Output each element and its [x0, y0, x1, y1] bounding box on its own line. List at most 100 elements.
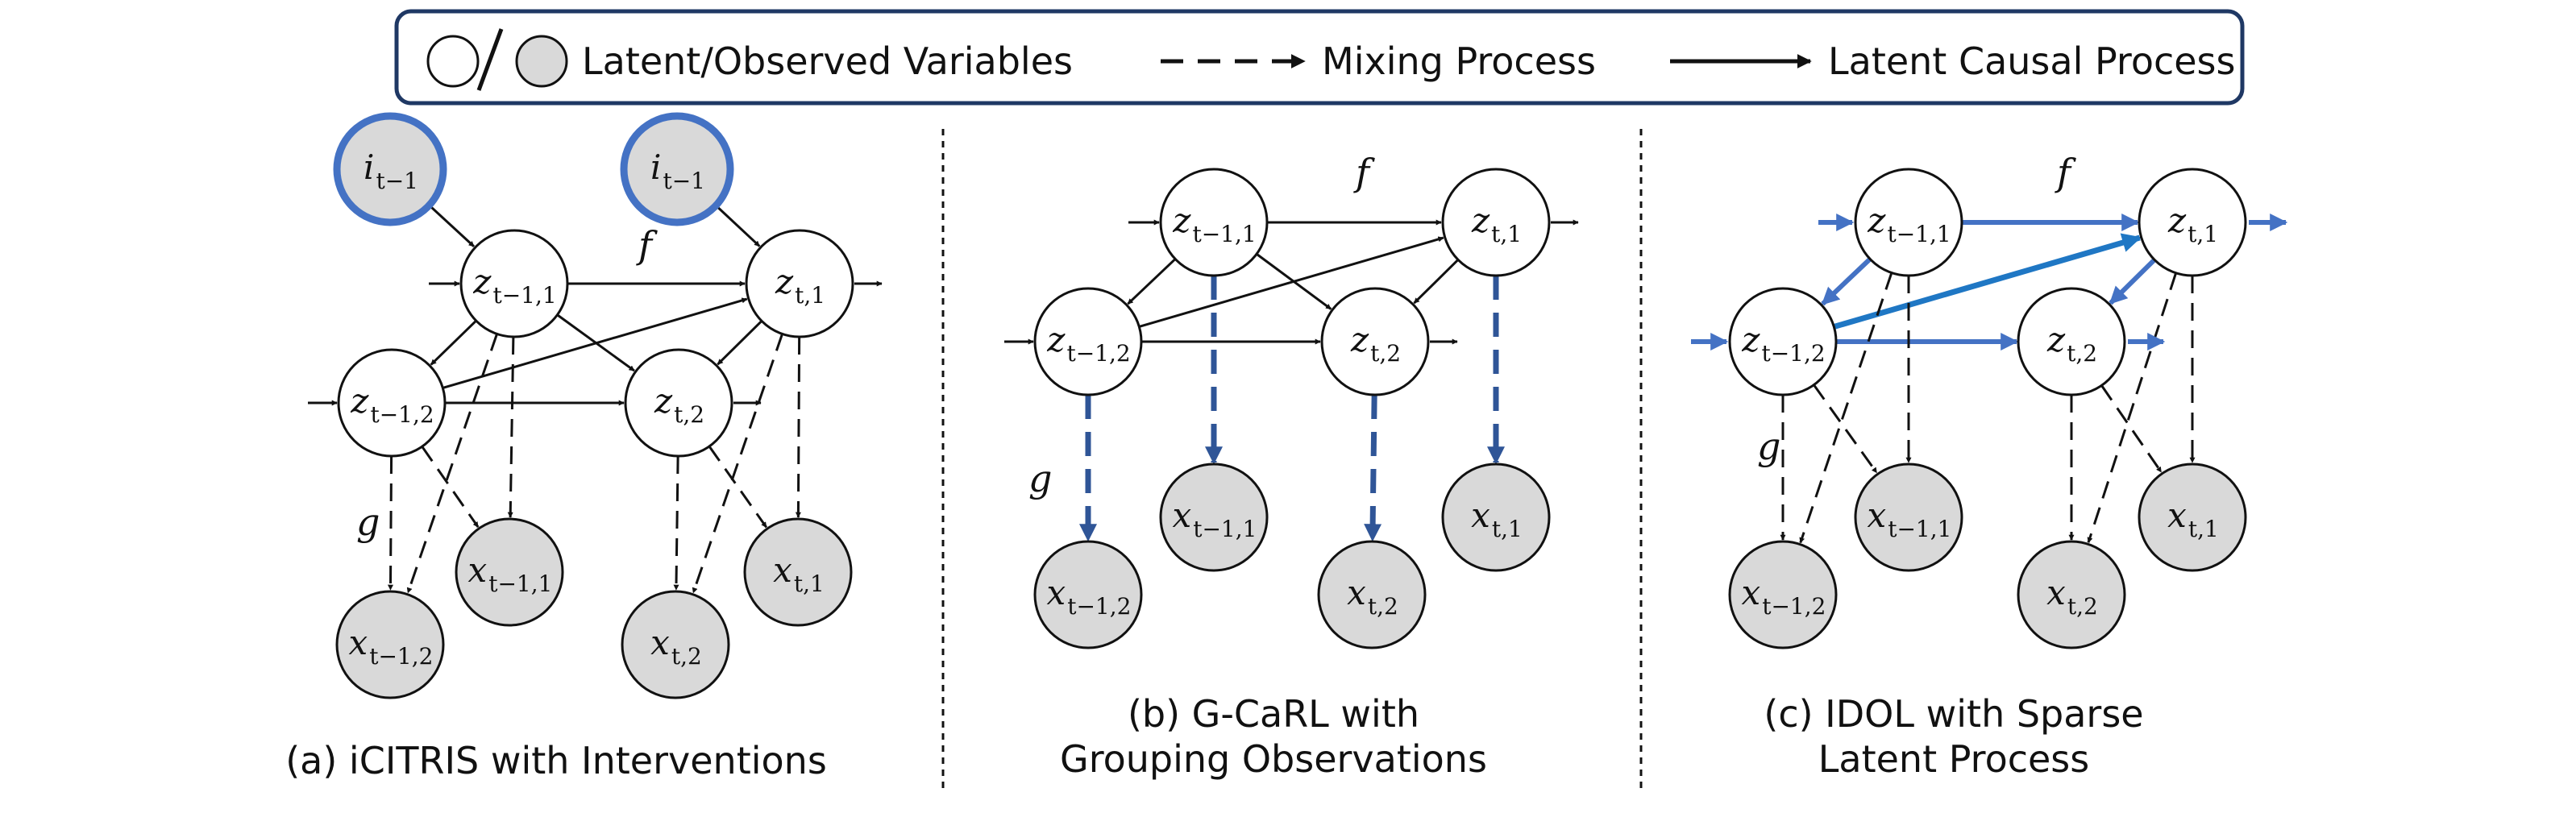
node-subscript: t,2 [1368, 593, 1398, 620]
mixing-edge-zt1-xt2 [692, 333, 783, 594]
mixing-edge-zt2-xt2 [673, 455, 679, 591]
node-subscript: t−1,1 [488, 570, 552, 597]
node-label-xt1: xt,1 [1471, 496, 1523, 542]
edges-layer [308, 204, 2288, 594]
mixing-edge-zt2-xt1 [708, 446, 768, 529]
mixing-edge-z12-x11 [1813, 384, 1878, 474]
observed-node-xt1 [1441, 463, 1551, 572]
causal-edge-zt1-zt2 [717, 320, 763, 366]
node-label-z11: zt−1,1 [1172, 201, 1256, 247]
node-label-x11: xt−1,1 [1868, 496, 1952, 542]
node-label-zt2: zt,2 [1350, 320, 1401, 367]
node-label-xt2: xt,2 [650, 623, 702, 670]
node-label-zt1: zt,1 [1471, 201, 1522, 247]
node-subscript: t−1,1 [1192, 221, 1256, 247]
node-label-xt2: xt,2 [2046, 573, 2098, 620]
node-subscript: t,1 [1491, 221, 1522, 247]
latent-node-zt2 [624, 348, 733, 458]
node-subscript: t−1,1 [1193, 516, 1257, 542]
mixing-edge-z12-x12 [387, 455, 393, 591]
causal-edge-z11-z12 [430, 319, 477, 366]
node-label-z11: zt−1,1 [472, 262, 556, 309]
legend-latent-observed-label: Latent/Observed Variables [582, 39, 1073, 83]
mixing-edge-z12-x11 [421, 446, 480, 529]
latent-node-zt2 [2017, 287, 2126, 396]
mixing-function-label: g [1028, 457, 1052, 500]
latent-node-z12 [1728, 287, 1838, 396]
intervention-edge-i1-z11 [428, 204, 476, 248]
latent-node-z11 [1159, 168, 1269, 277]
node-subscript: t,1 [2188, 221, 2218, 247]
observed-node-xt2 [1317, 540, 1427, 649]
transition-function-label: f [636, 223, 658, 267]
sparse-causal-edge-z12-zt1 [1833, 233, 2142, 330]
mixing-edge-z11-x12 [406, 333, 498, 594]
node-subscript: t,2 [1370, 340, 1401, 367]
latent-node-z12 [337, 348, 447, 458]
node-subscript: t,2 [2067, 593, 2098, 620]
node-subscript: t,1 [1492, 516, 1523, 542]
observed-node-x12 [1728, 540, 1838, 649]
node-label-x12: xt−1,2 [1742, 573, 1826, 620]
node-label-i2: it−1 [650, 147, 705, 194]
panel-caption-line: (a) iCITRIS with Interventions [285, 739, 827, 782]
observed-node-x12 [1033, 540, 1143, 649]
observed-node-xt1 [2138, 463, 2247, 572]
node-subscript: t−1,2 [369, 643, 433, 670]
node-subscript: t−1,2 [1066, 340, 1130, 367]
nodes-layer: it−1 it−1 zt−1,1 zt−1,2 zt,1 zt,2 xt−1,2 xt−1,1… [333, 112, 2247, 699]
node-label-z12: zt−1,2 [350, 381, 434, 428]
latent-node-zt1 [745, 229, 854, 338]
node-label-zt2: zt,2 [2046, 320, 2097, 367]
intervention-edge-i2-zt1 [715, 204, 761, 247]
mixing-edge-zt1-xt1 [795, 336, 801, 518]
latent-node-z11 [459, 229, 569, 338]
legend-mixing-label: Mixing Process [1322, 39, 1596, 83]
causal-edge-z12-zt1 [442, 297, 748, 389]
node-subscript: t−1,2 [1067, 593, 1131, 620]
node-label-xt2: xt,2 [1347, 573, 1398, 620]
node-subscript: t,1 [2188, 516, 2219, 542]
panel-caption-line: Grouping Observations [1060, 737, 1487, 781]
panel-caption-line: (c) IDOL with Sparse [1764, 692, 2143, 736]
node-label-i1: it−1 [364, 147, 418, 194]
node-label-zt1: zt,1 [775, 262, 825, 309]
mixing-edge-zt2-xt1 [2100, 384, 2163, 473]
latent-node-z11 [1854, 168, 1963, 277]
node-label-xt1: xt,1 [2167, 496, 2219, 542]
intervention-node-i1 [333, 112, 447, 226]
node-subscript: t−1,1 [1888, 516, 1951, 542]
node-subscript: t−1,1 [1887, 221, 1951, 247]
causal-edge-z11-z12 [1127, 258, 1177, 305]
legend-slash [476, 28, 504, 91]
observed-node-x11 [1854, 463, 1963, 572]
causal-edge-zt1-zt2 [1413, 259, 1460, 305]
node-label-x12: xt−1,2 [349, 623, 434, 670]
legend-causal-label: Latent Causal Process [1828, 39, 2235, 83]
node-subscript: t,1 [795, 282, 825, 309]
observed-node-xt1 [743, 517, 853, 627]
node-subscript: t−1,2 [370, 401, 434, 428]
mixing-edge-z11-x12 [1799, 272, 1893, 544]
causal-edge-z12-zt1 [1138, 236, 1444, 328]
latent-node-zt2 [1320, 287, 1430, 396]
latent-node-zt1 [1441, 168, 1551, 277]
transition-function-label: f [2055, 151, 2076, 194]
node-label-z12: zt−1,2 [1741, 320, 1825, 367]
sparse-causal-edge-zt1-zt2 [2109, 258, 2157, 305]
node-label-x11: xt−1,1 [468, 550, 553, 597]
panel-caption-line: Latent Process [1818, 737, 2089, 781]
mixing-function-label: g [356, 500, 380, 544]
node-label-z11: zt−1,1 [1867, 201, 1951, 247]
latent-node-z12 [1033, 287, 1143, 396]
node-subscript: t,2 [674, 401, 704, 428]
node-subscript: t−1,2 [1761, 340, 1825, 367]
observed-node-x11 [455, 517, 564, 627]
observed-node-xt2 [621, 590, 730, 699]
legend: Latent/Observed Variables Mixing Process… [394, 9, 2245, 106]
transition-function-label: f [1353, 151, 1375, 194]
legend-observed-circle [515, 35, 568, 88]
intervention-node-i2 [620, 112, 734, 226]
legend-latent-circle [426, 35, 480, 88]
